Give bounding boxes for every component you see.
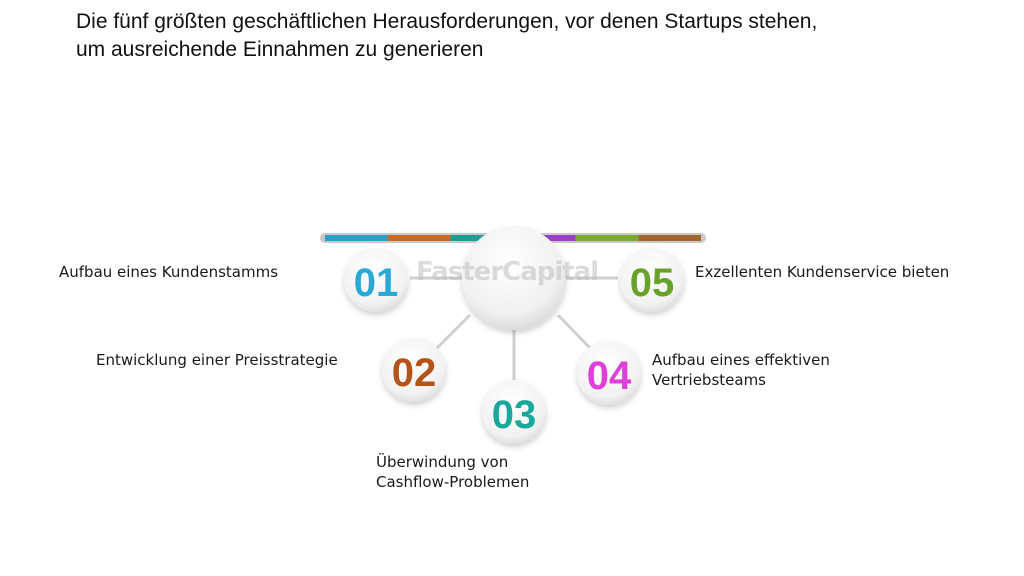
label-04-line-1: Aufbau eines effektiven — [652, 351, 830, 369]
label-02: Entwicklung einer Preisstrategie — [96, 350, 338, 370]
connector-04 — [556, 313, 594, 352]
watermark: FasterCapital — [416, 257, 599, 287]
node-01-number: 01 — [354, 261, 399, 305]
node-04-number: 04 — [587, 354, 632, 398]
node-05: 05 — [620, 248, 684, 312]
label-05: Exzellenten Kundenservice bieten — [695, 262, 949, 282]
label-01-line-1: Aufbau eines Kundenstamms — [59, 263, 279, 281]
top-bar-segment — [325, 235, 388, 241]
node-03: 03 — [482, 380, 546, 444]
node-02: 02 — [382, 338, 446, 402]
title-line-2: um ausreichende Einnahmen zu generieren — [76, 38, 484, 61]
title-line-1: Die fünf größten geschäftlichen Herausfo… — [76, 10, 818, 33]
label-03: Überwindung von Cashflow-Problemen — [376, 452, 529, 492]
label-03-line-1: Überwindung von — [376, 453, 509, 471]
node-01: 01 — [344, 248, 408, 312]
top-bar-segment — [638, 235, 701, 241]
node-03-number: 03 — [492, 393, 537, 437]
label-05-line-1: Exzellenten Kundenservice bieten — [695, 263, 950, 281]
top-bar-segment — [387, 235, 451, 241]
label-03-line-2: Cashflow-Problemen — [376, 473, 530, 491]
top-bar-segment — [575, 235, 639, 241]
label-01: Aufbau eines Kundenstamms — [59, 262, 278, 282]
label-02-line-1: Entwicklung einer Preisstrategie — [96, 351, 338, 369]
node-02-number: 02 — [392, 351, 437, 395]
node-04: 04 — [577, 341, 641, 405]
label-04: Aufbau eines effektiven Vertriebsteams — [652, 350, 830, 390]
page-title: Die fünf größten geschäftlichen Herausfo… — [76, 8, 976, 64]
node-05-number: 05 — [630, 261, 675, 305]
central-hub — [462, 226, 566, 330]
label-04-line-2: Vertriebsteams — [652, 371, 767, 389]
